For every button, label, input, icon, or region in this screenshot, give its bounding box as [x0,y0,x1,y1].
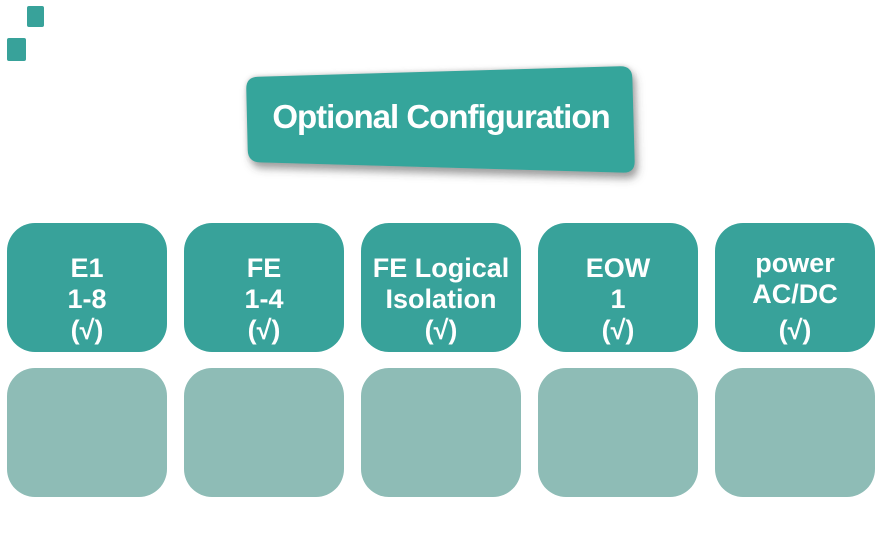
card-line: EOW [585,253,651,283]
placeholder-box [361,368,521,497]
card-line: FE Logical [372,253,510,283]
corner-decor-square [7,38,26,61]
card-line: E1 [70,253,104,283]
card-e1: E1 1-8 (√) [7,223,167,352]
placeholder-box [715,368,875,497]
card-check-line: (√) [601,315,635,345]
card-line: FE [246,253,282,283]
card-fe: FE 1-4 (√) [184,223,344,352]
card-check-line: (√) [70,315,104,345]
card-check-line: (√) [778,315,812,345]
card-line: 1-4 [244,284,284,314]
card-check-line: (√) [247,315,281,345]
card-line: AC/DC [752,279,838,309]
banner-title: Optional Configuration [272,98,610,135]
placeholder-box [184,368,344,497]
card-power-acdc: power AC/DC (√) [715,223,875,352]
card-line: power [755,248,835,278]
card-line: 1-8 [67,284,107,314]
card-check-line: (√) [424,315,458,345]
placeholder-box [538,368,698,497]
placeholder-box [7,368,167,497]
card-eow: EOW 1 (√) [538,223,698,352]
banner-background [246,66,635,173]
corner-decor-square [27,6,44,27]
banner-shape [246,66,635,173]
card-line: Isolation [385,284,497,314]
card-line: 1 [610,284,626,314]
card-fe-logical-isolation: FE Logical Isolation (√) [361,223,521,352]
